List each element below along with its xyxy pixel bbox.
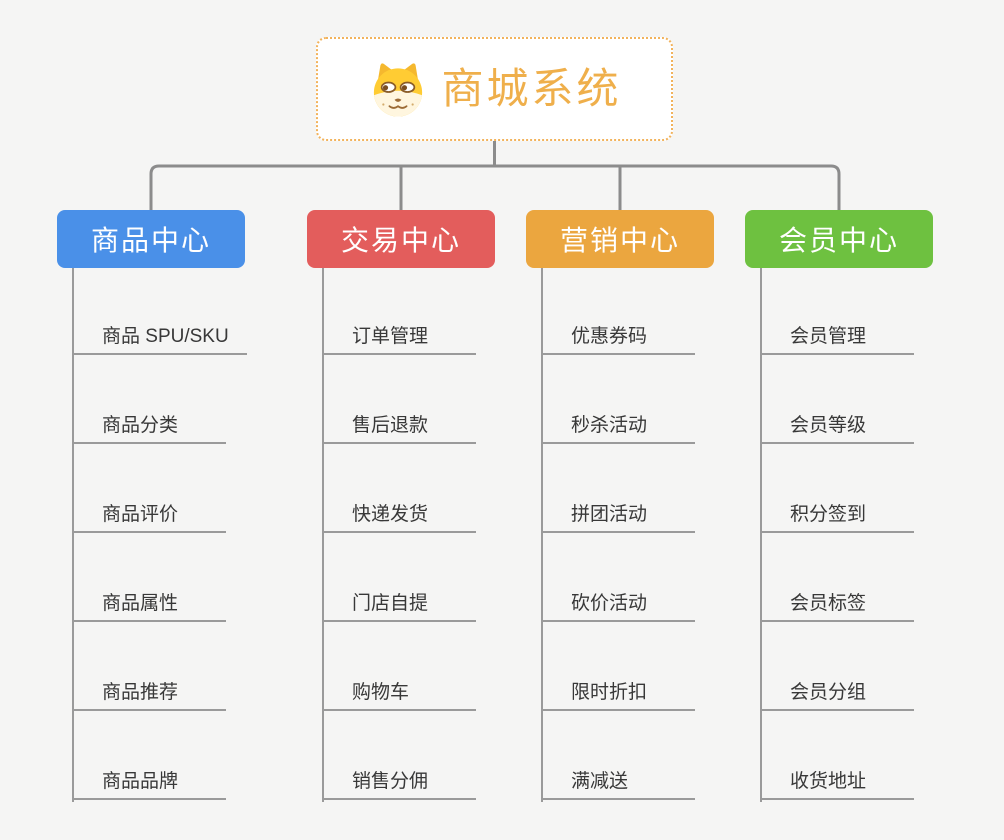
branch-node[interactable]: 会员中心	[745, 210, 933, 268]
branch-node[interactable]: 交易中心	[307, 210, 495, 268]
branch-product-center: 商品中心 商品 SPU/SKU 商品分类 商品评价 商品属性 商品推荐 商品品牌	[57, 210, 247, 802]
subtopic-node[interactable]: 满减送	[541, 711, 695, 800]
subtopic-node[interactable]: 销售分佣	[322, 711, 476, 800]
root-topic-node[interactable]: 商城系统	[316, 37, 673, 141]
connector-spine	[72, 268, 74, 802]
connector-spine	[541, 268, 543, 802]
subtopic-node[interactable]: 购物车	[322, 622, 476, 711]
subtopic-node[interactable]: 订单管理	[322, 268, 476, 355]
subtopic-node[interactable]: 拼团活动	[541, 444, 695, 533]
branch-node[interactable]: 商品中心	[57, 210, 245, 268]
connector-spine	[322, 268, 324, 802]
branch-subtree: 会员管理 会员等级 积分签到 会员标签 会员分组 收货地址	[760, 268, 933, 802]
subtopic-node[interactable]: 会员分组	[760, 622, 914, 711]
subtopic-node[interactable]: 会员标签	[760, 533, 914, 622]
connector-lines	[149, 141, 841, 210]
subtopic-node[interactable]: 会员等级	[760, 355, 914, 444]
subtopic-node[interactable]: 优惠券码	[541, 268, 695, 355]
branch-subtree: 订单管理 售后退款 快递发货 门店自提 购物车 销售分佣	[322, 268, 495, 802]
branch-node[interactable]: 营销中心	[526, 210, 714, 268]
subtopic-node[interactable]: 限时折扣	[541, 622, 695, 711]
subtopic-node[interactable]: 会员管理	[760, 268, 914, 355]
subtopic-node[interactable]: 秒杀活动	[541, 355, 695, 444]
connector-spine	[760, 268, 762, 802]
subtopic-node[interactable]: 售后退款	[322, 355, 476, 444]
subtopic-node[interactable]: 商品品牌	[72, 711, 226, 800]
branch-subtree: 商品 SPU/SKU 商品分类 商品评价 商品属性 商品推荐 商品品牌	[72, 268, 247, 802]
subtopic-node[interactable]: 商品评价	[72, 444, 226, 533]
subtopic-node[interactable]: 快递发货	[322, 444, 476, 533]
subtopic-node[interactable]: 商品分类	[72, 355, 226, 444]
branch-member-center: 会员中心 会员管理 会员等级 积分签到 会员标签 会员分组 收货地址	[745, 210, 933, 802]
branch-marketing-center: 营销中心 优惠券码 秒杀活动 拼团活动 砍价活动 限时折扣 满减送	[526, 210, 714, 802]
subtopic-node[interactable]: 商品 SPU/SKU	[72, 268, 247, 355]
subtopic-node[interactable]: 商品推荐	[72, 622, 226, 711]
branch-trade-center: 交易中心 订单管理 售后退款 快递发货 门店自提 购物车 销售分佣	[307, 210, 495, 802]
subtopic-node[interactable]: 商品属性	[72, 533, 226, 622]
subtopic-node[interactable]: 积分签到	[760, 444, 914, 533]
subtopic-node[interactable]: 门店自提	[322, 533, 476, 622]
subtopic-node[interactable]: 收货地址	[760, 711, 914, 800]
branch-subtree: 优惠券码 秒杀活动 拼团活动 砍价活动 限时折扣 满减送	[541, 268, 714, 802]
dog-face-icon	[367, 59, 429, 119]
subtopic-node[interactable]: 砍价活动	[541, 533, 695, 622]
root-topic-title: 商城系统	[441, 65, 622, 112]
